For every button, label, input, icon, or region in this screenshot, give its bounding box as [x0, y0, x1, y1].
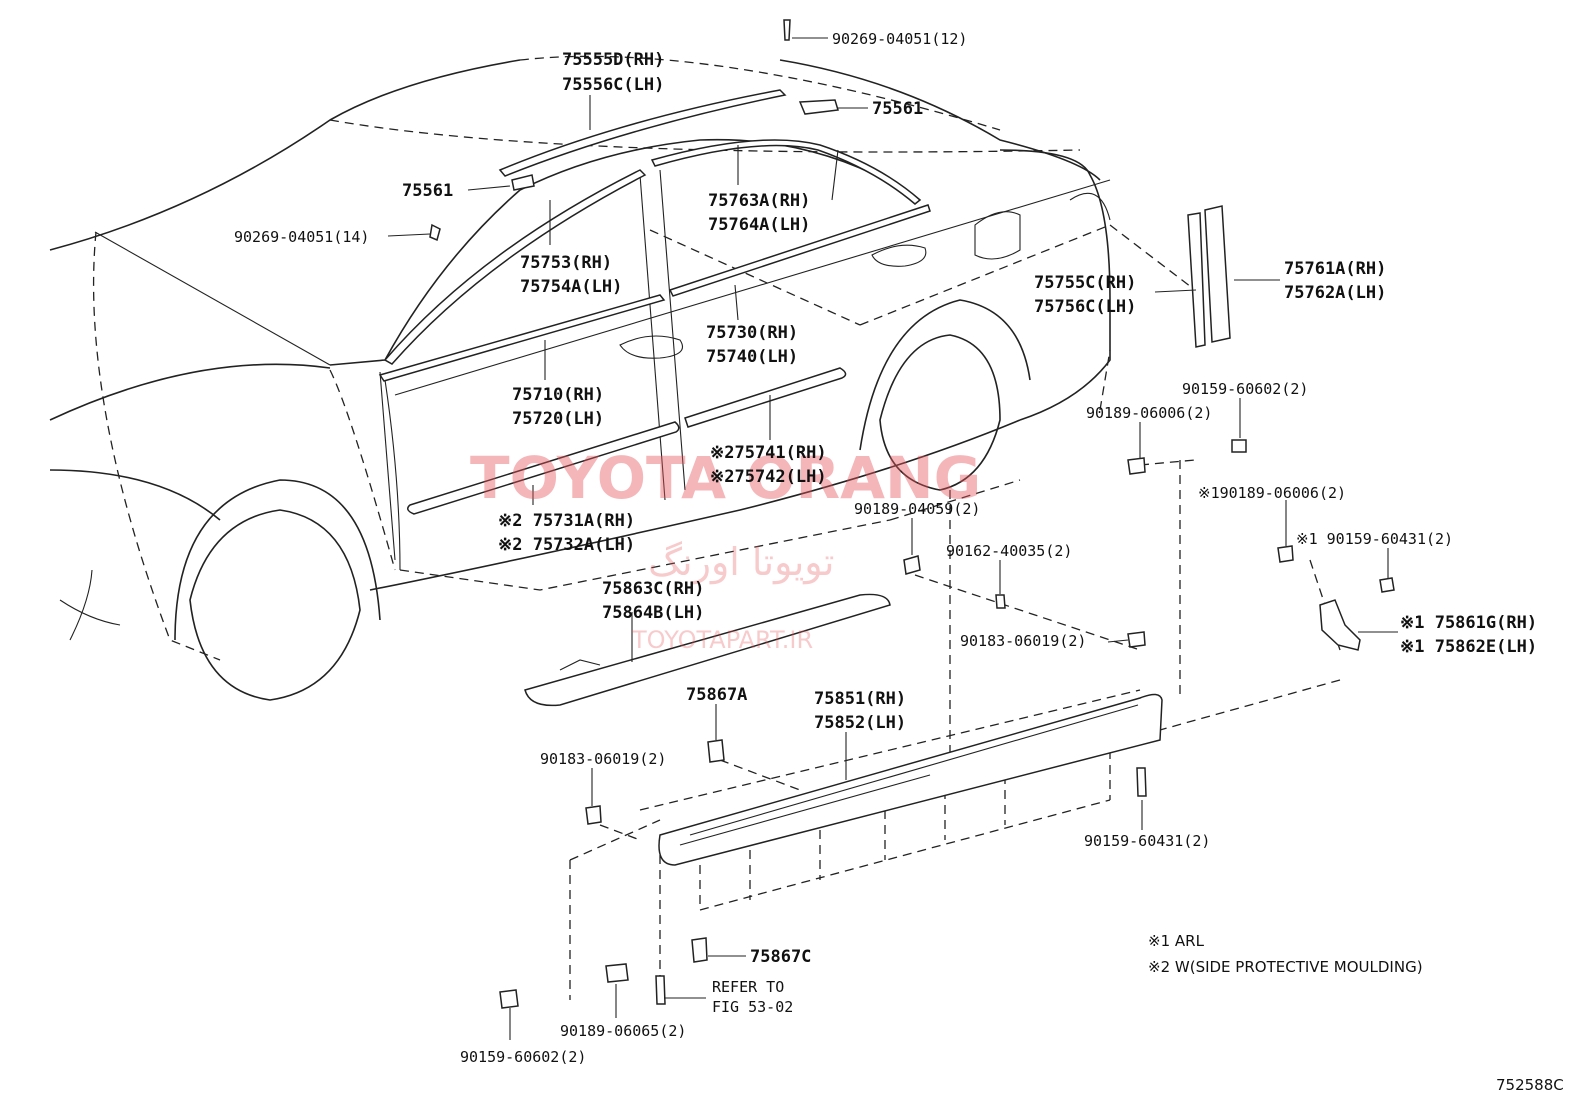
- part-bracket-75861: [1319, 599, 1361, 651]
- watermark-persian: تویوتا اورنگ: [648, 540, 835, 585]
- label-75862e-lh: ※1 75862E(LH): [1400, 637, 1537, 657]
- clip-icon: [585, 805, 602, 825]
- label-75867a: 75867A: [686, 685, 747, 705]
- label-75754a-lh: 75754A(LH): [520, 277, 622, 297]
- label-fig-53-02: FIG 53-02: [712, 998, 793, 1016]
- label-90183-06019-mid: 90183-06019(2): [960, 632, 1086, 650]
- label-75742-lh: ※275742(LH): [710, 467, 827, 487]
- label-75740-lh: 75740(LH): [706, 347, 798, 367]
- watermark-site: TOYOTAPART.IR: [631, 626, 813, 654]
- part-rocker-panel-75851: [658, 693, 1163, 866]
- note-1-arl: ※1 ARL: [1148, 932, 1205, 950]
- watermark-brand: TOYOTA ORANG: [470, 444, 981, 512]
- clip-icon: [1277, 545, 1294, 563]
- part-rear-door-frame-moulding: [650, 139, 922, 205]
- clip-icon: [1127, 631, 1146, 648]
- screw-icon: [655, 975, 666, 1005]
- label-75861g-rh: ※1 75861G(RH): [1400, 613, 1537, 633]
- diagram-id: 752588C: [1496, 1076, 1564, 1094]
- label-75761a-rh: 75761A(RH): [1284, 259, 1386, 279]
- screw-icon: [499, 989, 519, 1009]
- label-90189-06006-top: 90189-06006(2): [1086, 404, 1212, 422]
- label-75755c-rh: 75755C(RH): [1034, 273, 1136, 293]
- label-90159-60431-bottom: 90159-60431(2): [1084, 832, 1210, 850]
- clip-icon: [1127, 457, 1146, 475]
- label-75762a-lh: 75762A(LH): [1284, 283, 1386, 303]
- label-75764a-lh: 75764A(LH): [708, 215, 810, 235]
- label-90159-60602-bottom: 90159-60602(2): [460, 1048, 586, 1066]
- part-front-belt-moulding: [378, 294, 666, 382]
- part-rear-belt-moulding: [668, 204, 931, 297]
- label-75763a-rh: 75763A(RH): [708, 191, 810, 211]
- screw-icon: [1379, 577, 1395, 593]
- part-roof-drip-moulding: [498, 89, 787, 177]
- leader-lines: [387, 37, 1398, 1040]
- part-clip-75561-right: [798, 99, 839, 115]
- label-90159-60431-n1: ※1 90159-60431(2): [1296, 530, 1453, 548]
- part-clip-75561-left: [511, 174, 535, 191]
- part-pillar-garnish-75761: [1204, 205, 1231, 343]
- fastener-icons: [429, 19, 1395, 1009]
- label-75555d-rh: 75555D(RH): [562, 50, 664, 70]
- label-75867c: 75867C: [750, 947, 811, 967]
- part-front-door-frame-moulding: [383, 169, 647, 365]
- label-90162-40035: 90162-40035(2): [946, 542, 1072, 560]
- watermark: TOYOTA ORANG تویوتا اورنگ TOYOTAPART.IR: [470, 444, 981, 654]
- clip-icon: [691, 937, 708, 963]
- label-90159-60602-top: 90159-60602(2): [1182, 380, 1308, 398]
- label-75852-lh: 75852(LH): [814, 713, 906, 733]
- label-75864b-lh: 75864B(LH): [602, 603, 704, 623]
- label-90189-04059: 90189-04059(2): [854, 500, 980, 518]
- label-90269-04051-top: 90269-04051(12): [832, 30, 967, 48]
- note-2-side-moulding: ※2 W(SIDE PROTECTIVE MOULDING): [1148, 958, 1423, 976]
- part-labels: 90269-04051(12) 75555D(RH) 75556C(LH) 75…: [234, 30, 1537, 1066]
- label-75731a-rh: ※2 75731A(RH): [498, 511, 635, 531]
- label-75561-left: 75561: [402, 181, 453, 201]
- label-75732a-lh: ※2 75732A(LH): [498, 535, 635, 555]
- label-90183-06019-left: 90183-06019(2): [540, 750, 666, 768]
- clip-icon: [707, 739, 725, 763]
- screw-icon: [1136, 767, 1147, 797]
- label-75851-rh: 75851(RH): [814, 689, 906, 709]
- label-75741-rh: ※275741(RH): [710, 443, 827, 463]
- part-pillar-garnish-75755: [1187, 212, 1206, 348]
- label-75753-rh: 75753(RH): [520, 253, 612, 273]
- label-75561-right: 75561: [872, 99, 923, 119]
- nut-icon: [605, 963, 629, 983]
- label-75730-rh: 75730(RH): [706, 323, 798, 343]
- screw-icon: [995, 594, 1006, 609]
- part-rear-side-protective-moulding: [684, 367, 847, 428]
- clip-icon: [429, 223, 441, 242]
- label-75720-lh: 75720(LH): [512, 409, 604, 429]
- label-75556c-lh: 75556C(LH): [562, 75, 664, 95]
- legend-notes: ※1 ARL ※2 W(SIDE PROTECTIVE MOULDING) 75…: [1148, 932, 1564, 1094]
- label-90189-06065: 90189-06065(2): [560, 1022, 686, 1040]
- part-rocker-upper-75863: [524, 593, 891, 707]
- label-75756c-lh: 75756C(LH): [1034, 297, 1136, 317]
- dashed-placement-lines: [92, 55, 1341, 1000]
- label-refer-to: REFER TO: [712, 978, 784, 996]
- car-body-outline: [49, 59, 1111, 701]
- part-front-side-protective-moulding: [407, 421, 680, 515]
- label-90189-06006-n1: ※190189-06006(2): [1198, 484, 1346, 502]
- clip-icon: [783, 19, 791, 41]
- screw-icon: [1231, 439, 1247, 453]
- label-90269-04051-left: 90269-04051(14): [234, 228, 369, 246]
- nut-icon: [903, 555, 921, 575]
- label-75863c-rh: 75863C(RH): [602, 579, 704, 599]
- label-75710-rh: 75710(RH): [512, 385, 604, 405]
